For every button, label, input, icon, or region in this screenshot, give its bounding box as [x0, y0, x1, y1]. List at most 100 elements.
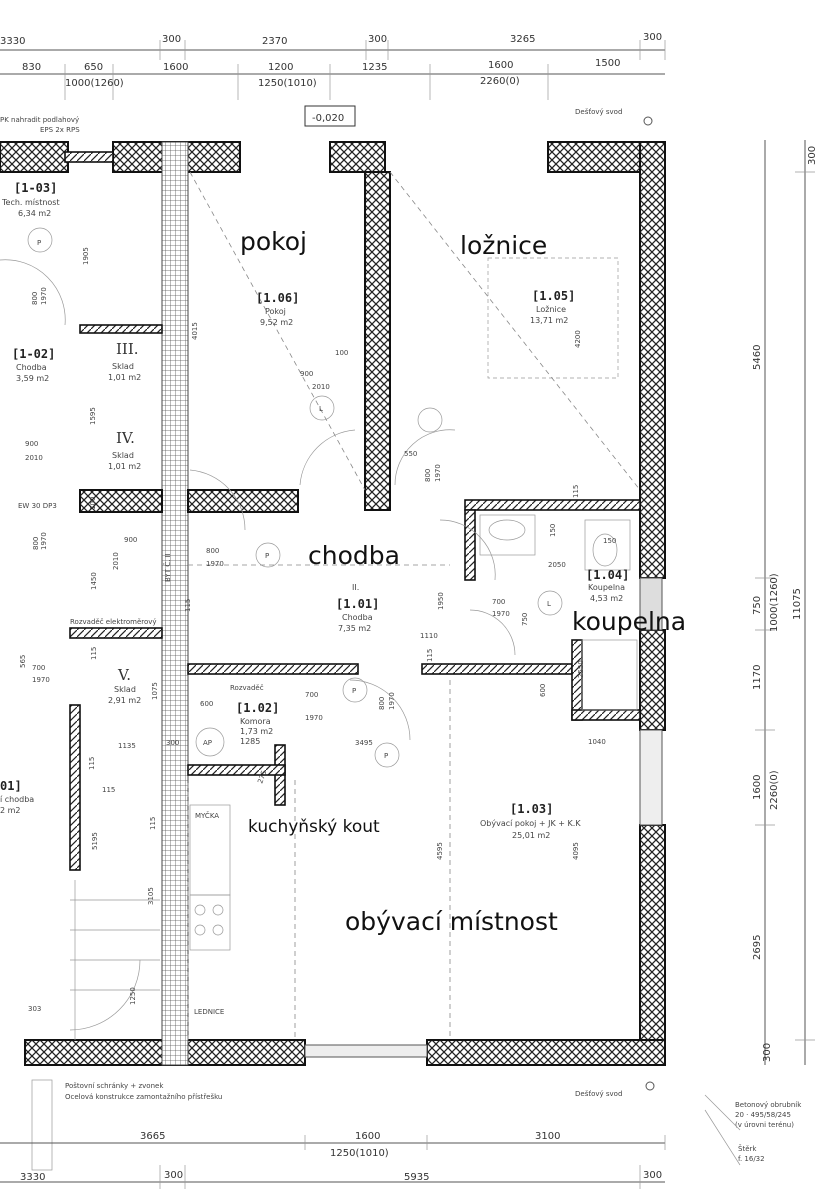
label-obyvaci-mistnost: obývací místnost	[345, 907, 558, 936]
svg-text:1905: 1905	[82, 247, 90, 265]
svg-text:III.: III.	[116, 340, 139, 358]
svg-text:1600: 1600	[355, 1131, 380, 1142]
svg-text:3330: 3330	[0, 36, 25, 47]
svg-text:Chodba: Chodba	[342, 613, 373, 622]
svg-text:LEDNICE: LEDNICE	[194, 1008, 224, 1016]
svg-text:300: 300	[643, 1170, 662, 1181]
svg-text:300: 300	[164, 1170, 183, 1181]
svg-text:1000(1260): 1000(1260)	[65, 78, 124, 89]
svg-text:550: 550	[404, 450, 417, 458]
svg-text:2370: 2370	[262, 36, 287, 47]
svg-text:7,35 m2: 7,35 m2	[338, 624, 371, 633]
dimension-top: 3330 300 2370 300 3265 300 830 650 1000(…	[0, 32, 666, 100]
dimension-bottom: 3665 1600 1250(1010) 3100 3330 300 5935 …	[0, 1131, 666, 1189]
svg-text:Štěrk: Štěrk	[738, 1144, 757, 1153]
svg-text:f. 16/32: f. 16/32	[738, 1155, 765, 1163]
note-eps: EPS 2x RPS	[40, 126, 80, 134]
label-koupelna: koupelna	[572, 607, 686, 636]
svg-text:9,52 m2: 9,52 m2	[260, 318, 293, 327]
svg-text:Poštovní schránky + zvonek: Poštovní schránky + zvonek	[65, 1082, 164, 1090]
svg-text:700: 700	[305, 691, 318, 699]
svg-text:700: 700	[492, 598, 505, 606]
svg-text:300: 300	[762, 1043, 773, 1062]
koupelna-area: 4,53 m2	[590, 594, 623, 603]
svg-text:[1.06]: [1.06]	[256, 291, 299, 305]
svg-text:1600: 1600	[163, 62, 188, 73]
svg-text:Koupelna: Koupelna	[588, 583, 625, 592]
svg-text:2010: 2010	[25, 454, 43, 462]
svg-text:4015: 4015	[191, 322, 199, 340]
svg-text:300: 300	[643, 32, 662, 43]
note-svod-top: Dešťový svod	[575, 107, 622, 116]
svg-text:[1.04]: [1.04]	[586, 568, 629, 582]
svg-text:EW 30 DP3: EW 30 DP3	[18, 502, 57, 510]
svg-text:20 · 495/58/245: 20 · 495/58/245	[735, 1111, 791, 1119]
svg-text:[1.02]: [1.02]	[236, 701, 279, 715]
svg-text:600: 600	[539, 684, 547, 697]
svg-text:1970: 1970	[32, 676, 50, 684]
svg-text:1450: 1450	[90, 572, 98, 590]
svg-text:-0,020: -0,020	[312, 113, 344, 124]
svg-text:5935: 5935	[404, 1172, 429, 1183]
svg-text:Chodba: Chodba	[16, 363, 47, 372]
svg-text:[1-02]: [1-02]	[12, 347, 55, 361]
svg-text:11075: 11075	[792, 588, 803, 620]
svg-text:2 m2: 2 m2	[0, 806, 21, 815]
svg-text:Sklad: Sklad	[112, 362, 134, 371]
svg-text:1285: 1285	[240, 737, 260, 746]
svg-text:P: P	[352, 687, 356, 695]
svg-text:303: 303	[28, 1005, 41, 1013]
svg-text:1250(1010): 1250(1010)	[258, 78, 317, 89]
room-tag-1-05: [1.05] Ložnice 13,71 m2	[530, 289, 575, 325]
exterior-walls	[0, 141, 666, 1066]
svg-text:2695: 2695	[752, 935, 763, 960]
svg-text:115: 115	[88, 757, 96, 770]
svg-text:5460: 5460	[752, 345, 763, 370]
svg-text:2550: 2550	[577, 660, 585, 678]
svg-text:1600: 1600	[752, 775, 763, 800]
svg-text:115: 115	[102, 786, 115, 794]
svg-text:2,91 m2: 2,91 m2	[108, 696, 141, 705]
svg-text:3,59 m2: 3,59 m2	[16, 374, 49, 383]
svg-text:4200: 4200	[574, 330, 582, 348]
svg-text:1970: 1970	[206, 560, 224, 568]
svg-text:25,01 m2: 25,01 m2	[512, 831, 550, 840]
svg-text:2010: 2010	[112, 552, 120, 570]
svg-text:750: 750	[752, 596, 763, 615]
svg-text:MYČKA: MYČKA	[195, 811, 219, 820]
label-kuchynsky-kout: kuchyňský kout	[248, 817, 380, 837]
svg-text:1250: 1250	[129, 987, 137, 1005]
svg-text:800: 800	[424, 469, 432, 482]
svg-text:1970: 1970	[492, 610, 510, 618]
svg-text:AP: AP	[203, 739, 212, 747]
svg-text:100: 100	[89, 497, 97, 510]
svg-text:Ocelová konstrukce zamontažníh: Ocelová konstrukce zamontažního přístřeš…	[65, 1093, 222, 1101]
room-tag-1-02: [1.02] Komora 1,73 m2 1285	[236, 701, 279, 746]
svg-text:1970: 1970	[305, 714, 323, 722]
room-tag-1-03: [1.03] Obývací pokoj + JK + K.K 25,01 m2	[480, 802, 581, 840]
svg-text:1135: 1135	[118, 742, 136, 750]
svg-text:1970: 1970	[388, 692, 396, 710]
svg-text:P: P	[384, 752, 388, 760]
svg-text:100: 100	[335, 349, 348, 357]
svg-text:650: 650	[84, 62, 103, 73]
svg-text:900: 900	[124, 536, 137, 544]
svg-text:115: 115	[572, 485, 580, 498]
svg-text:1970: 1970	[40, 287, 48, 305]
svg-text:Obývací pokoj + JK + K.K: Obývací pokoj + JK + K.K	[480, 819, 581, 828]
svg-text:1595: 1595	[89, 407, 97, 425]
svg-text:L: L	[547, 600, 551, 608]
svg-text:Rozvaděč elektroměrový: Rozvaděč elektroměrový	[70, 618, 157, 626]
svg-text:1000(1260): 1000(1260)	[769, 573, 780, 632]
room-tag-1-03-tech: [1-03] Tech. místnost 6,34 m2	[1, 181, 60, 218]
svg-text:Betonový obrubník: Betonový obrubník	[735, 1101, 802, 1109]
svg-text:6,34 m2: 6,34 m2	[18, 209, 51, 218]
svg-text:[1-03]: [1-03]	[14, 181, 57, 195]
svg-text:1040: 1040	[588, 738, 606, 746]
svg-text:2260(0): 2260(0)	[769, 770, 780, 810]
svg-text:BYT Č. II: BYT Č. II	[163, 553, 172, 582]
svg-text:3495: 3495	[355, 739, 373, 747]
svg-text:Sklad: Sklad	[114, 685, 136, 694]
svg-text:1970: 1970	[434, 464, 442, 482]
